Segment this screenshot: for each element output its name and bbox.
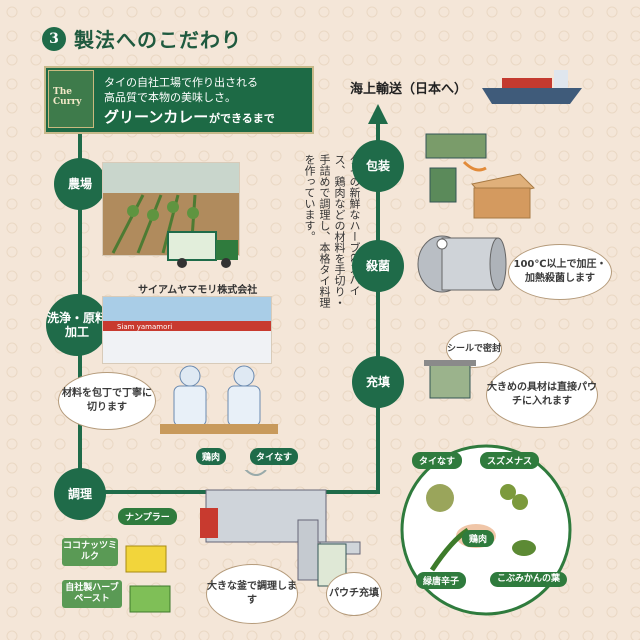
- factory-photo: Siam yamamori: [102, 296, 272, 364]
- banner-line-2: 高品質で本物の美味しさ。: [104, 91, 236, 104]
- tag-chicken: 鶏肉: [196, 448, 227, 465]
- herb-label-chicken: 鶏肉: [462, 530, 495, 547]
- section-number-badge: 3: [42, 27, 66, 51]
- page-title: 製法へのこだわり: [74, 28, 242, 52]
- curry-package-image: The Curry: [48, 70, 94, 128]
- banner-suffix: ができるまで: [209, 112, 275, 125]
- pouch-seal-icon: [424, 360, 476, 399]
- stage-packaging: 包装: [352, 140, 404, 192]
- stage-wash-processing: 洗浄・原料加工: [46, 294, 108, 356]
- herb-label-chili: 緑唐辛子: [416, 572, 467, 589]
- herb-label-thai-eggplant: タイなす: [412, 452, 463, 469]
- speech-bubble-filling: 大きめの具材は直接パウチに入れます: [486, 362, 598, 428]
- speech-bubble-sterilize: 100℃以上で加圧・加熱殺菌します: [508, 244, 612, 300]
- banner-line-1: タイの自社工場で作り出される: [104, 76, 258, 89]
- cooking-kettle-illustration: [200, 470, 361, 581]
- label-herb-paste: 自社製ハーブペースト: [62, 580, 122, 608]
- svg-text:Siam yamamori: Siam yamamori: [117, 323, 172, 331]
- shipping-label: 海上輸送（日本へ）: [350, 82, 468, 97]
- speech-bubble-cut: 材料を包丁で丁寧に切ります: [58, 372, 156, 430]
- label-coconut-milk: ココナッツミルク: [62, 538, 118, 566]
- stage-farm: 農場: [54, 158, 106, 210]
- delivery-truck-icon: [167, 231, 238, 268]
- description-vertical-text: タイの新鮮なハーブ&スパイス、鶏肉などの材料を手切り・手詰めで調理し、本格タイ料…: [303, 154, 361, 308]
- banner-product: グリーンカレー: [104, 108, 209, 126]
- sterilizer-machine: [417, 235, 507, 293]
- herb-label-pea-eggplant: スズメナス: [480, 452, 540, 469]
- cargo-ship-icon: [482, 70, 582, 104]
- herb-label-kaffir-lime-leaf: こぶみかんの葉: [490, 572, 568, 587]
- packaging-illustration: [425, 133, 535, 219]
- coconut-milk-container: [125, 545, 167, 573]
- company-name: サイアムヤマモリ株式会社: [138, 285, 258, 296]
- herb-paste-container: [129, 585, 171, 613]
- workers-illustration: [160, 365, 278, 434]
- speech-bubble-pot: 大きな釜で調理します: [206, 564, 298, 624]
- stage-cooking: 調理: [54, 468, 106, 520]
- label-fish-sauce: ナンプラー: [118, 508, 177, 525]
- speech-bubble-pouch: パウチ充填: [326, 572, 382, 616]
- tag-thai-eggplant: タイなす: [250, 448, 299, 465]
- stage-sterilization: 殺菌: [352, 240, 404, 292]
- arrow-up-icon: [368, 104, 388, 124]
- stage-filling: 充填: [352, 356, 404, 408]
